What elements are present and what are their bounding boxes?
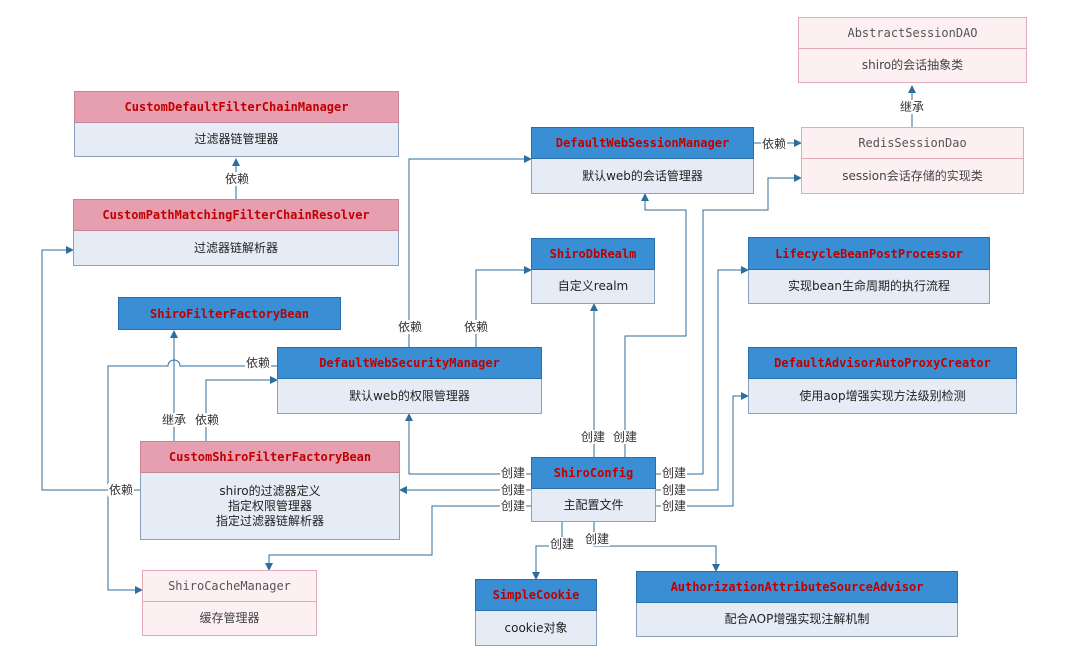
node-default-advisor-auto-proxy-creator: DefaultAdvisorAutoProxyCreator 使用aop增强实现… — [748, 347, 1017, 414]
label-create-custom: 创建 — [500, 483, 527, 497]
node-custom-default-filter-chain-manager: CustomDefaultFilterChainManager 过滤器链管理器 — [74, 91, 399, 157]
label-depend-security-realm: 依赖 — [463, 320, 490, 334]
label-depend-custom-resolver: 依赖 — [108, 483, 135, 497]
label-create-security: 创建 — [500, 466, 527, 480]
node-desc: 缓存管理器 — [199, 611, 260, 625]
node-shiro-db-realm: ShiroDbRealm 自定义realm — [531, 238, 655, 304]
label-depend-security-filter: 依赖 — [245, 356, 272, 370]
node-desc: 过滤器链解析器 — [193, 240, 278, 255]
edge-config-creates-advisor — [656, 392, 749, 507]
edge-security-depends-realm — [475, 266, 532, 348]
label-depend-custom-security: 依赖 — [194, 413, 221, 427]
label-create-advisor: 创建 — [661, 499, 688, 513]
node-title: SimpleCookie — [475, 579, 597, 611]
node-default-web-session-manager: DefaultWebSessionManager 默认web的会话管理器 — [531, 127, 754, 194]
edge-security-depends-session — [408, 155, 532, 348]
label-inherit-redis: 继承 — [899, 100, 926, 114]
node-title: ShiroFilterFactoryBean — [118, 297, 341, 330]
node-title: CustomShiroFilterFactoryBean — [140, 441, 400, 473]
edge-custom-depends-security — [205, 376, 278, 441]
label-create-realm: 创建 — [580, 430, 607, 444]
node-lifecycle-bean-post-processor: LifecycleBeanPostProcessor 实现bean生命周期的执行… — [748, 237, 990, 304]
label-create-session: 创建 — [612, 430, 639, 444]
node-shiro-config: ShiroConfig 主配置文件 — [531, 457, 656, 522]
node-title: ShiroCacheManager — [142, 570, 317, 602]
edge-config-creates-cache — [265, 505, 531, 571]
label-depend-session-redis: 依赖 — [761, 137, 788, 151]
node-custom-shiro-filter-factory-bean: CustomShiroFilterFactoryBean shiro的过滤器定义… — [140, 441, 400, 540]
node-shiro-cache-manager: ShiroCacheManager 缓存管理器 — [142, 570, 317, 636]
edge-config-creates-session — [624, 193, 687, 457]
label-create-authorization: 创建 — [584, 532, 611, 546]
node-simple-cookie: SimpleCookie cookie对象 — [475, 579, 597, 646]
node-shiro-filter-factory-bean: ShiroFilterFactoryBean — [118, 297, 341, 330]
node-desc: shiro的会话抽象类 — [861, 58, 964, 72]
node-title: DefaultWebSecurityManager — [277, 347, 542, 379]
node-title: AbstractSessionDAO — [798, 17, 1027, 49]
node-desc-line-2: 指定权限管理器 — [227, 498, 312, 513]
node-desc: 自定义realm — [557, 279, 629, 293]
node-desc: 默认web的权限管理器 — [349, 388, 470, 403]
node-title: LifecycleBeanPostProcessor — [748, 237, 990, 270]
node-title: CustomPathMatchingFilterChainResolver — [73, 199, 399, 231]
node-title: DefaultAdvisorAutoProxyCreator — [748, 347, 1017, 379]
node-desc: 默认web的会话管理器 — [582, 168, 703, 183]
node-title: DefaultWebSessionManager — [531, 127, 754, 159]
node-desc: cookie对象 — [504, 620, 568, 635]
node-desc: 配合AOP增强实现注解机制 — [724, 612, 870, 626]
node-title: CustomDefaultFilterChainManager — [74, 91, 399, 123]
label-create-cookie: 创建 — [549, 537, 576, 551]
node-desc-line-1: shiro的过滤器定义 — [219, 483, 321, 498]
node-title: AuthorizationAttributeSourceAdvisor — [636, 571, 958, 603]
label-depend-resolver: 依赖 — [224, 172, 251, 186]
edge-config-creates-authorization — [593, 522, 720, 572]
label-inherit-custom: 继承 — [161, 413, 188, 427]
node-title: ShiroConfig — [531, 457, 656, 489]
label-depend-security-session: 依赖 — [397, 320, 424, 334]
node-desc: 过滤器链管理器 — [194, 132, 279, 146]
node-desc: 使用aop增强实现方法级别检测 — [799, 388, 966, 403]
edge-custom-depends-resolver — [41, 246, 141, 491]
node-title: ShiroDbRealm — [531, 238, 655, 270]
edge-config-creates-lifecycle — [656, 174, 802, 475]
node-desc: session会话存储的实现类 — [842, 168, 983, 183]
node-desc-line-3: 指定过滤器链解析器 — [215, 513, 324, 528]
node-custom-path-matching-resolver: CustomPathMatchingFilterChainResolver 过滤… — [73, 199, 399, 266]
edge-config-creates-lifecycle-bean — [656, 266, 749, 491]
node-default-web-security-manager: DefaultWebSecurityManager 默认web的权限管理器 — [277, 347, 542, 414]
label-create-lifecycle: 创建 — [661, 466, 688, 480]
node-title: RedisSessionDao — [801, 127, 1024, 159]
node-desc: 主配置文件 — [563, 497, 624, 512]
node-authorization-attribute-source-advisor: AuthorizationAttributeSourceAdvisor 配合AO… — [636, 571, 958, 637]
node-desc: 实现bean生命周期的执行流程 — [788, 279, 950, 293]
node-redis-session-dao: RedisSessionDao session会话存储的实现类 — [801, 127, 1024, 194]
edge-config-creates-security — [405, 413, 531, 475]
label-create-lifecycle-bean: 创建 — [661, 483, 688, 497]
node-abstract-session-dao: AbstractSessionDAO shiro的会话抽象类 — [798, 17, 1027, 83]
label-create-cache: 创建 — [500, 499, 527, 513]
